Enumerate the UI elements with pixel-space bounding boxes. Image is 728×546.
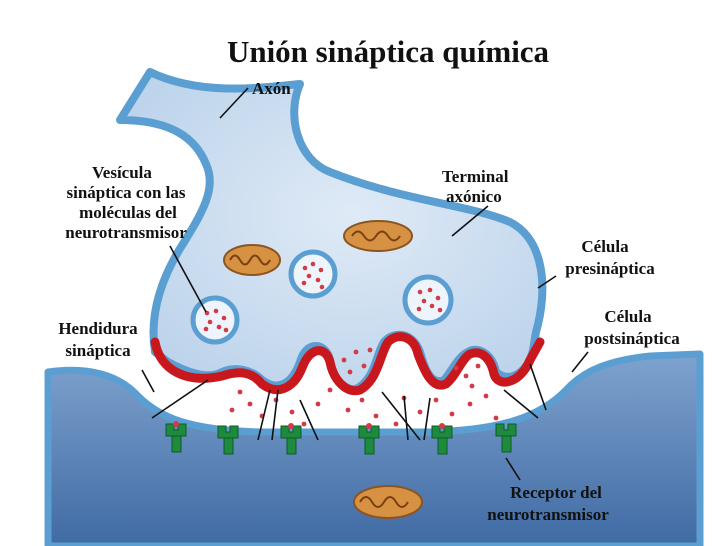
diagram-title: Unión sináptica química [227, 34, 550, 69]
axon-label: Axón [252, 79, 291, 98]
vesicle-1 [288, 249, 338, 299]
postsynaptic-mitochondrion [353, 485, 423, 519]
vesicle-2 [402, 274, 454, 326]
svg-text:neurotransmisor: neurotransmisor [487, 505, 609, 524]
svg-text:axónico: axónico [446, 187, 502, 206]
active-zone-membrane [150, 332, 545, 396]
postsynaptic-label: Célula postsináptica [584, 307, 680, 348]
receptor [280, 423, 302, 455]
vesicle-label: Vesícula sináptica con las moléculas del… [65, 163, 187, 242]
cleft-label: Hendidura sináptica [58, 319, 138, 360]
svg-text:Terminal: Terminal [442, 167, 509, 186]
receptor [217, 425, 239, 455]
svg-text:moléculas del: moléculas del [79, 203, 177, 222]
receptor [495, 423, 517, 453]
mitochondrion-1 [223, 244, 281, 276]
receptor [431, 423, 453, 455]
svg-text:sináptica con las: sináptica con las [66, 183, 185, 202]
presynaptic-label: Célula presináptica [565, 237, 655, 278]
svg-text:presináptica: presináptica [565, 259, 655, 278]
svg-text:neurotransmisor: neurotransmisor [65, 223, 187, 242]
svg-text:Célula: Célula [604, 307, 652, 326]
svg-text:sináptica: sináptica [65, 341, 131, 360]
receptor [165, 421, 187, 453]
svg-text:Receptor del: Receptor del [510, 483, 602, 502]
terminal-label: Terminal axónico [442, 167, 509, 206]
vesicle-3 [190, 295, 240, 345]
svg-text:Vesícula: Vesícula [92, 163, 152, 182]
receptor [358, 423, 380, 455]
svg-text:postsináptica: postsináptica [584, 329, 680, 348]
svg-text:Célula: Célula [581, 237, 629, 256]
mitochondrion-2 [343, 220, 413, 252]
leader-lines [141, 87, 589, 481]
svg-text:Hendidura: Hendidura [58, 319, 138, 338]
receptor-label: Receptor del neurotransmisor [487, 483, 609, 524]
receptors [165, 421, 517, 455]
